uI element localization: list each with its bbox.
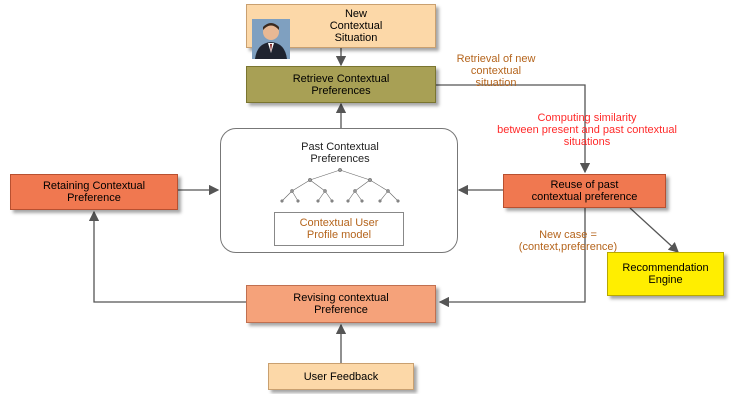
retrieve-label: Retrieve Contextual Preferences	[292, 72, 390, 97]
arrow-reuse-to-recommendation	[629, 207, 679, 253]
reuse-label: Reuse of past contextual preference	[531, 179, 638, 203]
profile-model-label: Contextual User Profile model	[299, 217, 379, 241]
arrow-reuse-to-revising	[438, 208, 586, 308]
new-situation-label: New Contextual Situation	[329, 8, 383, 44]
revising-box: Revising contextual Preference	[246, 285, 436, 323]
revising-label: Revising contextual Preference	[293, 292, 389, 316]
arrow-retrieve-to-reuse	[436, 84, 591, 174]
past-preferences-container: Past Contextual Preferences Contextual U…	[220, 128, 458, 253]
similarity-edge-label: Computing similarity between present and…	[497, 112, 677, 148]
user-feedback-label: User Feedback	[303, 370, 379, 383]
user-avatar-icon	[252, 7, 290, 59]
new-case-edge-label: New case = (context,preference)	[518, 229, 618, 253]
profile-model-box: Contextual User Profile model	[274, 212, 404, 246]
recommendation-engine-box: Recommendation Engine	[607, 252, 724, 296]
user-feedback-box: User Feedback	[268, 363, 414, 390]
past-preferences-label: Past Contextual Preferences	[301, 141, 379, 165]
retrieval-edge-label: Retrieval of new contextual situation	[456, 53, 536, 89]
tree-icon	[280, 168, 400, 203]
arrow-revising-to-retaining	[88, 210, 246, 303]
new-situation-box: New Contextual Situation	[246, 4, 436, 59]
retrieve-box: Retrieve Contextual Preferences	[246, 66, 436, 103]
retaining-box: Retaining Contextual Preference	[10, 174, 178, 210]
retaining-label: Retaining Contextual Preference	[42, 180, 146, 204]
reuse-box: Reuse of past contextual preference	[503, 174, 666, 208]
recommendation-engine-label: Recommendation Engine	[622, 262, 709, 286]
